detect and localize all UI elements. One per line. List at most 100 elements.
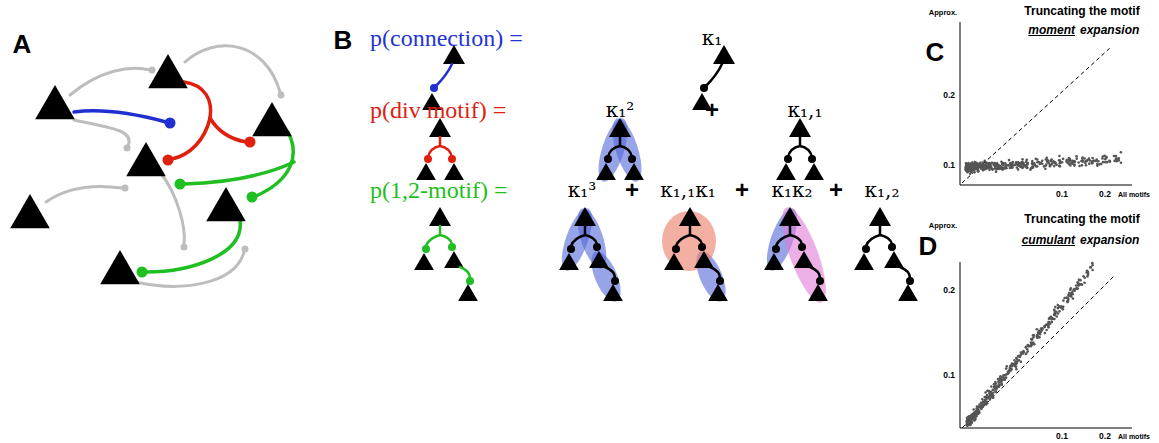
data-point (985, 162, 988, 165)
data-point (1024, 353, 1027, 356)
data-point (977, 170, 980, 173)
data-point (1027, 345, 1030, 348)
synapse-dot (906, 277, 914, 285)
data-point (986, 390, 989, 393)
data-point (984, 396, 987, 399)
motif-icons (414, 45, 918, 307)
neuron-triangle (414, 253, 434, 270)
data-point (969, 169, 972, 172)
data-point (1081, 158, 1084, 161)
panel-letter: B (334, 27, 353, 53)
synapse-dot (278, 92, 285, 99)
data-point (1005, 365, 1008, 368)
data-point (995, 391, 998, 394)
chart-title: expansion (1080, 24, 1139, 36)
data-point (985, 403, 988, 406)
data-point (1075, 155, 1078, 158)
axon-line (866, 226, 880, 246)
data-point (1053, 313, 1056, 316)
data-point (1013, 164, 1016, 167)
data-point (1096, 163, 1099, 166)
data-point (1026, 162, 1029, 165)
data-point (1011, 362, 1014, 365)
data-point (1077, 282, 1080, 285)
synapse-dot (137, 267, 148, 278)
data-point (971, 161, 974, 164)
data-point (1026, 348, 1029, 351)
data-point (1008, 159, 1011, 162)
tick-label: 0.1 (943, 161, 955, 170)
data-point (1068, 157, 1071, 160)
data-point (1091, 161, 1094, 164)
synapse-dot (149, 67, 156, 74)
data-point (1030, 338, 1033, 341)
data-point (999, 166, 1002, 169)
synapse-dot (448, 155, 456, 163)
tick-label: 0.2 (943, 91, 955, 100)
data-point (990, 165, 993, 168)
neuron-triangle (789, 118, 811, 137)
data-point (981, 405, 984, 408)
data-point (1029, 169, 1032, 172)
data-point (1053, 308, 1056, 311)
data-point (1076, 281, 1079, 284)
data-point (1027, 344, 1030, 347)
data-point (1000, 379, 1003, 382)
data-point (1062, 299, 1065, 302)
axon-line (571, 226, 585, 246)
data-point (1073, 164, 1076, 167)
data-point (1035, 165, 1038, 168)
data-point (965, 168, 968, 171)
data-point (1091, 264, 1094, 267)
data-point (1014, 361, 1017, 364)
data-point (1041, 159, 1044, 162)
data-point (1000, 383, 1003, 386)
synapse-dot (567, 245, 575, 253)
neuron-triangle (764, 253, 784, 270)
axis-label: All motifs (1118, 191, 1150, 198)
chart-title: Truncating the motif (1024, 5, 1139, 17)
synapse-dot (672, 245, 680, 253)
data-point (1058, 165, 1061, 168)
data-point (997, 383, 1000, 386)
data-point (1069, 160, 1072, 163)
data-point (1113, 155, 1116, 158)
data-point (1109, 160, 1112, 163)
neuron-triangle (100, 250, 140, 284)
data-point (1000, 383, 1003, 386)
data-point (1005, 367, 1008, 370)
axis-label: Approx. (929, 9, 957, 17)
data-point (1059, 159, 1062, 162)
data-point (1054, 313, 1057, 316)
axon-line (676, 226, 690, 246)
cumulant-term: κ₁³ (568, 180, 597, 200)
data-point (972, 168, 975, 171)
cumulant-term: κ₁,₂ (865, 180, 900, 200)
data-point (990, 385, 993, 388)
panel-letter: C (926, 39, 945, 65)
data-point (1091, 269, 1094, 272)
data-point (1086, 275, 1089, 278)
synapse-dot (716, 277, 724, 285)
synapse-dot (163, 155, 174, 166)
data-point (1041, 162, 1044, 165)
data-point (995, 170, 998, 173)
data-point (974, 164, 977, 167)
data-point (1081, 283, 1084, 286)
data-point (1120, 161, 1123, 164)
synapse-dot (181, 244, 188, 251)
data-point (981, 166, 984, 169)
data-point (1050, 318, 1053, 321)
chart-title: moment (1028, 24, 1075, 36)
data-point (1020, 162, 1023, 165)
data-point (1057, 312, 1060, 315)
neuron-triangle (603, 284, 623, 301)
neuron-triangle (35, 85, 75, 119)
axon-line (440, 146, 452, 157)
data-point (1015, 166, 1018, 169)
data-point (970, 418, 973, 421)
data-point (999, 377, 1002, 380)
data-point (1017, 355, 1020, 358)
data-point (966, 420, 969, 423)
probability-label: p(div motif) = (370, 98, 506, 122)
